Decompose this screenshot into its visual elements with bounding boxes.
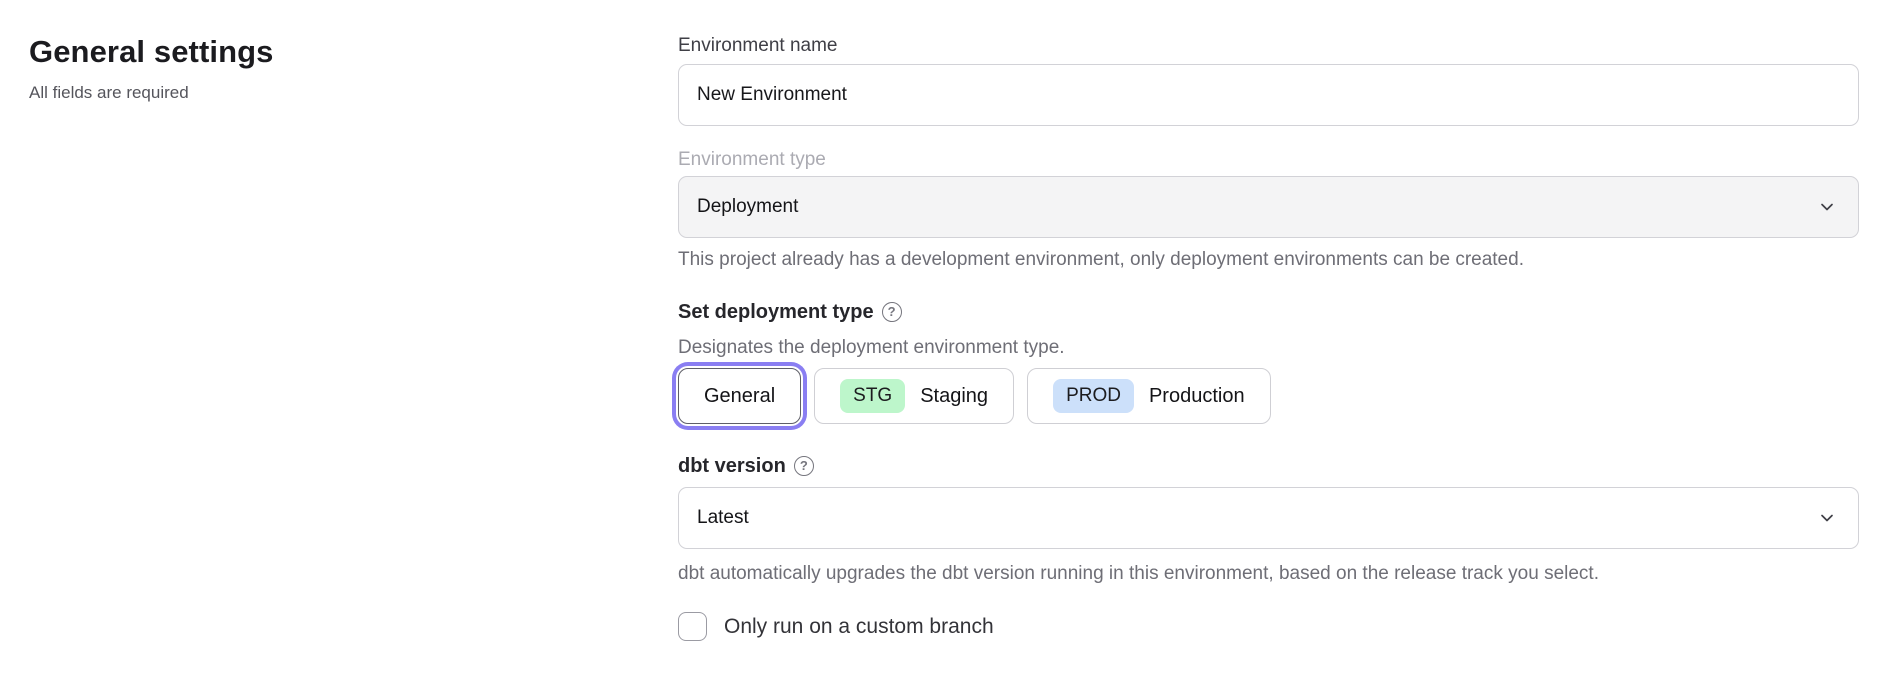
environment-name-input[interactable] bbox=[678, 64, 1859, 126]
dbt-version-label: dbt version ? bbox=[678, 454, 1859, 478]
help-icon[interactable]: ? bbox=[881, 302, 902, 322]
help-icon[interactable]: ? bbox=[793, 456, 814, 476]
custom-branch-checkbox[interactable] bbox=[678, 612, 707, 641]
page-subtitle: All fields are required bbox=[29, 83, 189, 102]
deployment-type-staging-button[interactable]: STG Staging bbox=[814, 368, 1015, 424]
dbt-version-select[interactable]: Latest bbox=[678, 487, 1859, 549]
deployment-type-staging-label: Staging bbox=[920, 384, 989, 407]
custom-branch-label[interactable]: Only run on a custom branch bbox=[724, 614, 994, 638]
deployment-type-label-text: Set deployment type bbox=[678, 301, 874, 323]
dbt-version-helper: dbt automatically upgrades the dbt versi… bbox=[678, 563, 1599, 584]
settings-header: General settings All fields are required bbox=[29, 34, 589, 103]
dbt-version-label-text: dbt version bbox=[678, 455, 786, 477]
environment-name-label: Environment name bbox=[678, 35, 838, 56]
environment-type-helper: This project already has a development e… bbox=[678, 249, 1524, 270]
page-title: General settings bbox=[29, 34, 274, 69]
deployment-type-label: Set deployment type ? bbox=[678, 300, 1859, 324]
custom-branch-row: Only run on a custom branch bbox=[678, 612, 1859, 641]
deployment-type-production-label: Production bbox=[1148, 384, 1245, 407]
production-badge: PROD bbox=[1053, 379, 1134, 413]
environment-type-select[interactable]: Deployment bbox=[678, 176, 1859, 238]
deployment-type-options: General STG Staging PROD Production bbox=[678, 368, 1859, 424]
deployment-type-production-button[interactable]: PROD Production bbox=[1027, 368, 1271, 424]
chevron-down-icon bbox=[1818, 198, 1836, 216]
deployment-type-description: Designates the deployment environment ty… bbox=[678, 337, 1065, 358]
environment-type-value: Deployment bbox=[697, 196, 799, 217]
general-settings-form: Environment name Environment type Deploy… bbox=[678, 0, 1859, 641]
staging-badge: STG bbox=[840, 379, 906, 413]
chevron-down-icon bbox=[1818, 509, 1836, 527]
dbt-version-value: Latest bbox=[697, 507, 749, 528]
deployment-type-general-button[interactable]: General bbox=[678, 368, 802, 424]
deployment-type-general-label: General bbox=[704, 384, 776, 407]
environment-type-label: Environment type bbox=[678, 149, 826, 170]
